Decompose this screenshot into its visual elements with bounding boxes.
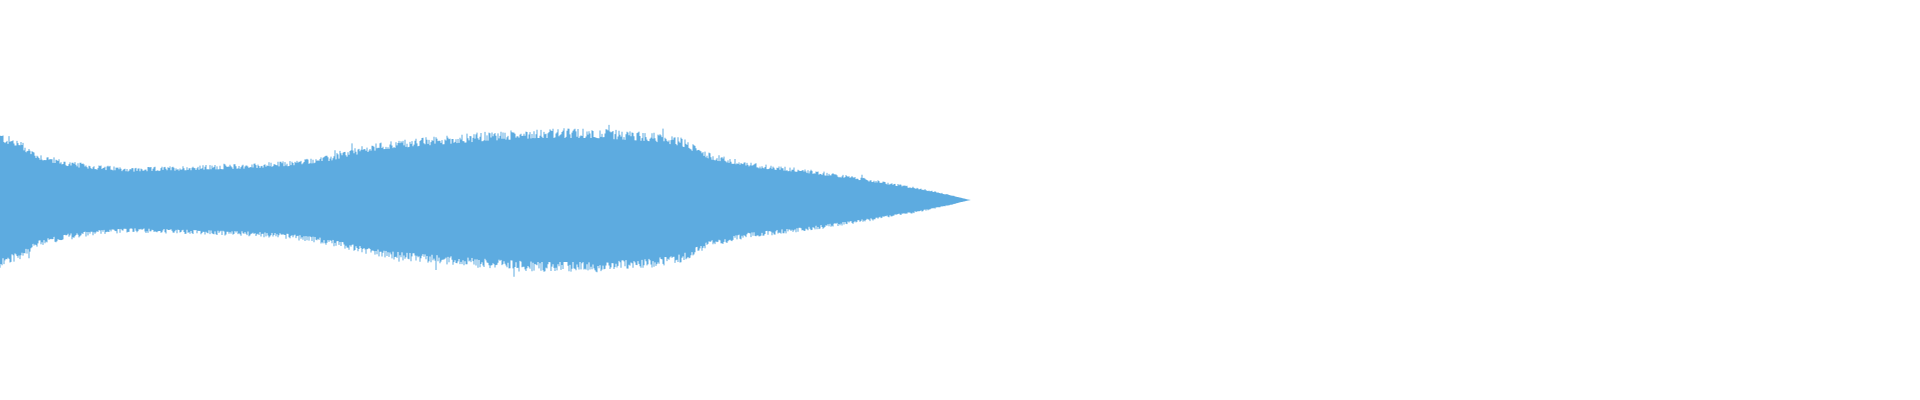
waveform-tail <box>949 197 971 203</box>
waveform-bars <box>0 124 971 277</box>
waveform-spikes <box>0 124 970 277</box>
